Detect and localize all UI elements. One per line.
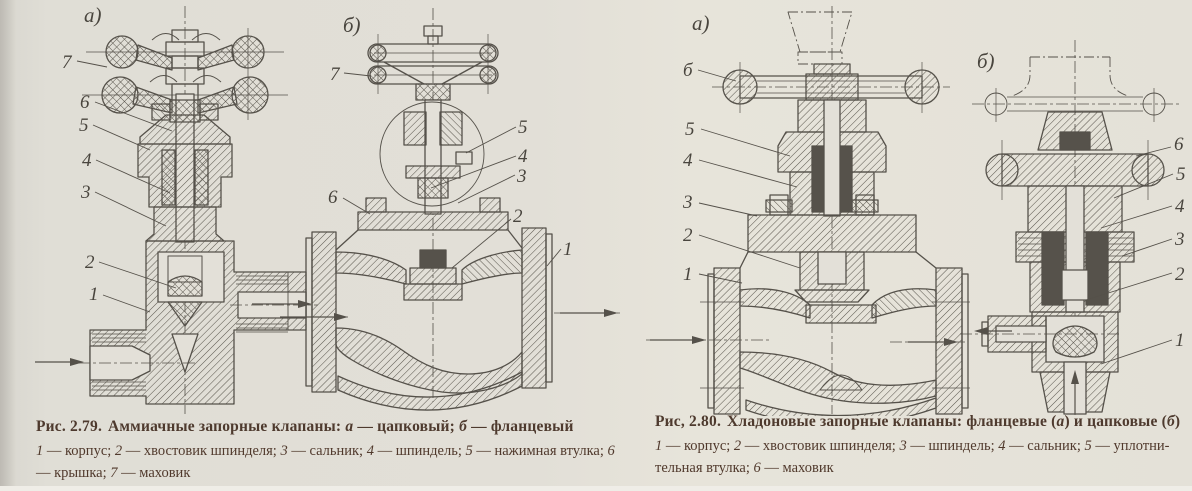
callout-3: 3 xyxy=(516,166,527,187)
fig-2-80a-drawing: а) б 5 4 3 2 1 xyxy=(646,6,970,416)
callout-4: 4 xyxy=(82,150,92,171)
callout-5: 5 xyxy=(1176,164,1186,185)
figure-2-79-caption: Рис. 2.79. Аммиачные запорные клапаны: а … xyxy=(36,418,628,485)
flow-arrow-outlet xyxy=(908,338,958,346)
figure-2-80-legend: 1 — корпус; 2 — хвостовик шпинделя; 3 — … xyxy=(655,438,1170,476)
figure-number: Рис. 2.79. xyxy=(36,418,103,435)
callout-1: 1 xyxy=(683,264,693,285)
callout-2: 2 xyxy=(1175,264,1185,285)
flow-arrow-outlet xyxy=(252,300,312,308)
callout-6: 6 xyxy=(1174,134,1184,155)
flow-arrow-outlet xyxy=(974,327,1012,335)
figure-title-text: Аммиачные запорные клапаны: а — цапковый… xyxy=(108,418,574,435)
valve-body xyxy=(646,251,970,416)
callout-leaders xyxy=(1085,146,1174,365)
callout-5: 5 xyxy=(79,115,89,136)
callout-7: 7 xyxy=(330,64,341,85)
flow-arrow-outlet xyxy=(560,309,618,317)
valve-body xyxy=(960,311,1120,415)
handle-bar xyxy=(712,62,950,113)
flow-arrow-inlet xyxy=(280,313,348,321)
figure-2-80-title: Рис, 2.80. Хладоновые запорные клапаны: ф… xyxy=(655,413,1189,431)
callout-2: 2 xyxy=(683,225,693,246)
sublabel-b: б) xyxy=(343,13,361,37)
callout-6-handwheel: б xyxy=(683,60,694,81)
sublabel-a: а) xyxy=(84,3,102,27)
callout-2: 2 xyxy=(513,206,523,227)
figure-2-80-caption: Рис, 2.80. Хладоновые запорные клапаны: ф… xyxy=(655,413,1189,480)
callout-4: 4 xyxy=(518,146,528,167)
callout-5: 5 xyxy=(685,119,695,140)
bonnet xyxy=(357,111,509,231)
flow-arrow-inlet xyxy=(35,358,84,366)
callout-2: 2 xyxy=(85,252,95,273)
callout-6: 6 xyxy=(80,92,90,113)
bonnet xyxy=(747,99,917,303)
flow-arrow-inlet xyxy=(650,336,706,344)
valve-body xyxy=(296,227,620,411)
sublabel-a: а) xyxy=(692,11,710,35)
figure-2-79-title: Рис. 2.79. Аммиачные запорные клапаны: а … xyxy=(36,418,628,436)
bonnet xyxy=(985,111,1165,313)
callout-3: 3 xyxy=(1174,229,1185,250)
callout-7: 7 xyxy=(62,52,73,73)
fig-2-79b-drawing: б) 7 6 5 4 3 2 1 xyxy=(280,8,620,411)
detail-circle xyxy=(379,101,485,207)
handwheel xyxy=(367,25,499,101)
callout-3: 3 xyxy=(80,182,91,203)
callout-4: 4 xyxy=(1175,196,1185,217)
figure-number: Рис, 2.80. xyxy=(655,413,722,430)
callout-leaders xyxy=(697,69,801,284)
callout-leaders xyxy=(342,72,562,269)
phantom-handwheel-outline xyxy=(1011,56,1129,97)
callout-5: 5 xyxy=(518,117,528,138)
figure-title-text: Хладоновые запорные клапаны: фланцевые (… xyxy=(727,413,1181,430)
flow-arrow-inlet xyxy=(1071,370,1079,414)
bonnet xyxy=(137,99,233,242)
valve-body xyxy=(78,240,318,405)
callout-6: 6 xyxy=(328,187,338,208)
callout-4: 4 xyxy=(683,150,693,171)
callout-1: 1 xyxy=(563,239,573,260)
fig-2-80b-drawing: б) 6 5 4 3 2 1 xyxy=(960,40,1186,416)
figure-2-79-legend: 1 — корпус; 2 — хвостовик шпинделя; 3 — … xyxy=(36,443,615,481)
sublabel-b: б) xyxy=(977,49,995,73)
callout-1: 1 xyxy=(89,284,99,305)
callout-3: 3 xyxy=(682,192,693,213)
valve-drawings-canvas: а) 7 6 5 4 3 2 1 xyxy=(35,3,1186,416)
fig-2-79a-drawing: а) 7 6 5 4 3 2 1 xyxy=(35,3,318,414)
phantom-handwheel-outline xyxy=(787,11,853,65)
callout-1: 1 xyxy=(1175,330,1185,351)
handle-bar xyxy=(972,88,1180,122)
callout-leaders xyxy=(76,60,177,313)
